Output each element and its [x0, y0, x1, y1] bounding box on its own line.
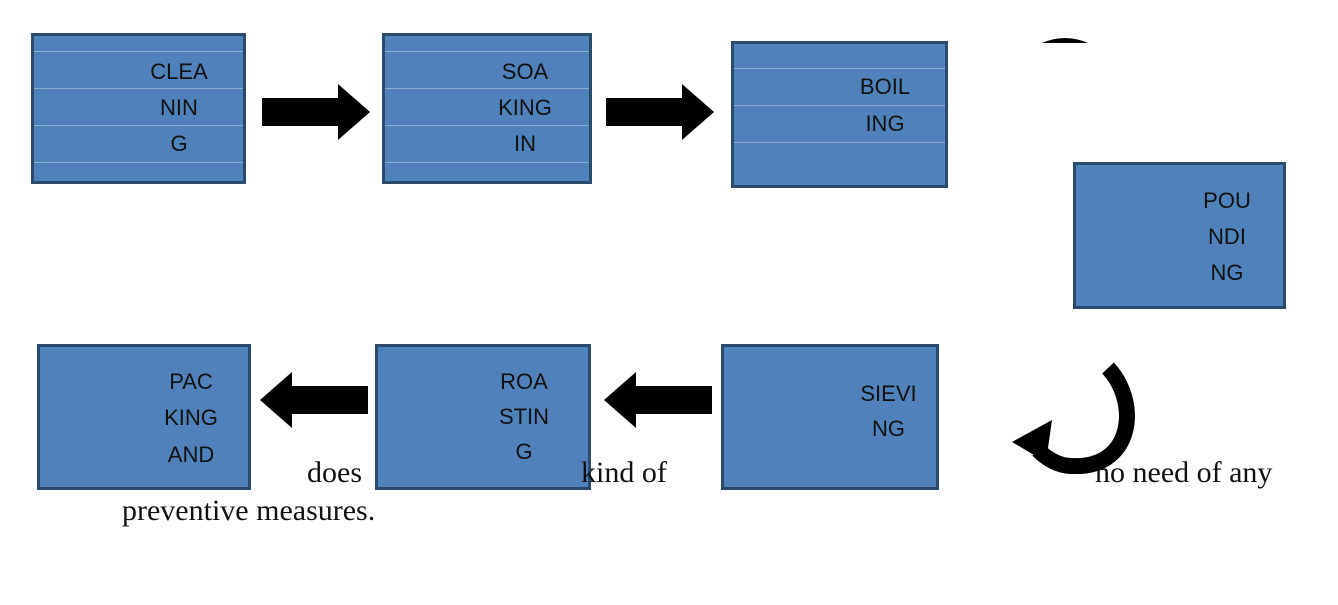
step-label: NG	[1210, 260, 1244, 285]
curved-arrow-icon	[1012, 362, 1135, 474]
step-label: ING	[865, 111, 905, 136]
text-fragment-no-need: no need of any	[1095, 456, 1273, 489]
step-label: SOA	[501, 59, 549, 84]
step-packing: PAC KING AND	[37, 344, 251, 490]
step-pounding: POU NDI NG	[1073, 162, 1286, 309]
step-label: POU	[1203, 188, 1251, 213]
step-label: BOIL	[859, 74, 911, 99]
left-arrow-icon	[604, 372, 712, 428]
right-arrow-icon	[262, 84, 370, 140]
step-label: ROA	[500, 369, 548, 394]
step-label: STIN	[498, 404, 550, 429]
step-label: G	[515, 439, 533, 464]
text-fragment-kind-of: kind of	[581, 456, 667, 489]
step-label: NDI	[1208, 224, 1246, 249]
step-label: AND	[167, 442, 215, 467]
step-label: PAC	[169, 369, 213, 394]
step-label: SIEVI	[860, 381, 917, 406]
partial-shape-icon	[1042, 38, 1088, 43]
step-label: G	[170, 131, 188, 156]
step-cleaning: CLEA NIN G	[31, 33, 246, 184]
left-arrow-icon	[260, 372, 368, 428]
step-label: NG	[872, 416, 905, 441]
text-fragment-does: does	[307, 456, 362, 489]
step-label: IN	[514, 131, 536, 156]
step-label: KING	[164, 405, 218, 430]
step-sieving: SIEVI NG	[721, 344, 939, 490]
step-roasting: ROA STIN G	[375, 344, 591, 490]
step-label: KING	[498, 95, 552, 120]
right-arrow-icon	[606, 84, 714, 140]
step-label: CLEA	[150, 59, 208, 84]
step-boiling: BOIL ING	[731, 41, 948, 188]
text-line-preventive-measures: preventive measures.	[122, 494, 376, 527]
step-soaking: SOA KING IN	[382, 33, 592, 184]
step-label: NIN	[160, 95, 198, 120]
